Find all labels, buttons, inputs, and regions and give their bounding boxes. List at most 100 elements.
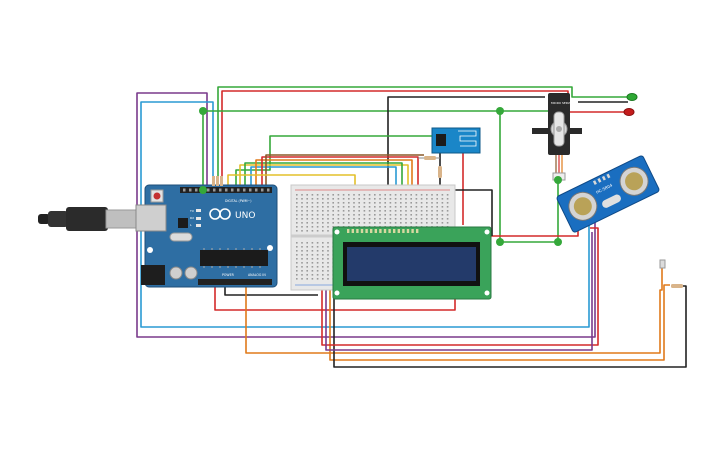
light-sensor[interactable] bbox=[659, 259, 666, 269]
breadboard-hole bbox=[306, 222, 308, 224]
breadboard-hole bbox=[316, 198, 319, 200]
breadboard-hole bbox=[353, 198, 355, 200]
breadboard-hole bbox=[332, 214, 334, 216]
breadboard-hole bbox=[301, 274, 303, 276]
breadboard-hole bbox=[368, 206, 371, 208]
breadboard-hole bbox=[301, 206, 303, 208]
breadboard-hole bbox=[441, 218, 444, 220]
breadboard-hole bbox=[368, 218, 371, 220]
breadboard-hole bbox=[436, 194, 438, 196]
breadboard-hole bbox=[311, 262, 314, 264]
breadboard-hole bbox=[394, 206, 397, 208]
led-red[interactable] bbox=[623, 108, 635, 116]
breadboard-hole bbox=[337, 198, 340, 200]
resistor-array[interactable] bbox=[212, 176, 223, 186]
wire-pin-6[interactable] bbox=[261, 156, 419, 195]
arduino-uno-board[interactable]: UNO DIGITAL (PWM~) TX RX L POWER ANALOG … bbox=[135, 184, 278, 288]
breadboard-hole bbox=[327, 194, 329, 196]
wire-pin-5[interactable] bbox=[255, 159, 413, 200]
wire-red-led[interactable] bbox=[221, 90, 625, 185]
breadboard-hole bbox=[431, 210, 433, 212]
breadboard-hole bbox=[316, 262, 319, 264]
breadboard-hole bbox=[301, 198, 303, 200]
breadboard-hole bbox=[327, 206, 329, 208]
breadboard-hole bbox=[415, 214, 418, 216]
arduino-digital-label: DIGITAL (PWM~) bbox=[225, 199, 251, 203]
breadboard-hole bbox=[311, 222, 314, 224]
breadboard-hole bbox=[301, 250, 303, 252]
wire-pin-3[interactable] bbox=[244, 162, 403, 200]
resistor-wifi[interactable] bbox=[418, 156, 440, 160]
breadboard-hole bbox=[322, 262, 324, 264]
wifi-module[interactable] bbox=[431, 127, 481, 154]
breadboard-hole bbox=[316, 218, 319, 220]
breadboard-hole bbox=[415, 206, 418, 208]
breadboard-hole bbox=[363, 210, 366, 212]
lcd-pin bbox=[351, 229, 354, 233]
resistor-wifi-2[interactable] bbox=[438, 166, 442, 178]
arduino-power-label: POWER bbox=[222, 273, 235, 277]
breadboard-hole bbox=[426, 194, 428, 196]
wire-green-rail[interactable] bbox=[499, 111, 559, 243]
breadboard-hole bbox=[316, 226, 319, 228]
breadboard-hole bbox=[353, 222, 355, 224]
breadboard-hole bbox=[374, 206, 376, 208]
breadboard-hole bbox=[384, 214, 386, 216]
wire-orange-sensor-2[interactable] bbox=[329, 284, 670, 361]
breadboard-hole bbox=[311, 266, 314, 268]
breadboard-hole bbox=[363, 222, 366, 224]
wire-red-lcd-bottom[interactable] bbox=[321, 227, 599, 346]
wire-red-rail[interactable] bbox=[485, 222, 579, 237]
breadboard-hole bbox=[316, 274, 319, 276]
breadboard-hole bbox=[431, 222, 433, 224]
wire-black-servo[interactable] bbox=[387, 96, 545, 190]
breadboard-hole bbox=[410, 202, 412, 204]
breadboard-hole bbox=[400, 222, 402, 224]
wire-green-servo[interactable] bbox=[202, 110, 548, 185]
breadboard-hole bbox=[316, 278, 319, 280]
breadboard-hole bbox=[405, 210, 407, 212]
breadboard-hole bbox=[342, 222, 345, 224]
breadboard-hole bbox=[316, 206, 319, 208]
breadboard-hole bbox=[384, 210, 386, 212]
breadboard-hole bbox=[379, 202, 381, 204]
breadboard-hole bbox=[311, 198, 314, 200]
arduino-rx-label: RX bbox=[190, 216, 194, 220]
resistor-sensor[interactable] bbox=[671, 284, 683, 288]
breadboard-hole bbox=[322, 198, 324, 200]
wire-black-right[interactable] bbox=[455, 189, 493, 236]
usb-cable[interactable] bbox=[38, 207, 137, 231]
breadboard-hole bbox=[337, 218, 340, 220]
lcd-pin bbox=[416, 229, 419, 233]
wire-purple-lcd[interactable] bbox=[325, 232, 593, 351]
breadboard-hole bbox=[301, 278, 303, 280]
breadboard-hole bbox=[436, 202, 438, 204]
breadboard-hole bbox=[400, 218, 402, 220]
lcd-display[interactable] bbox=[332, 226, 492, 300]
breadboard-hole bbox=[426, 202, 428, 204]
ultrasonic-sensor[interactable]: HC-SR04 bbox=[556, 155, 660, 233]
breadboard-hole bbox=[322, 246, 324, 248]
led-green[interactable] bbox=[626, 93, 638, 101]
breadboard-hole bbox=[446, 222, 449, 224]
breadboard-hole bbox=[353, 214, 355, 216]
wire-black-resistor[interactable] bbox=[333, 285, 687, 368]
breadboard-hole bbox=[389, 210, 392, 212]
wire-green-led[interactable] bbox=[217, 86, 628, 185]
breadboard-hole bbox=[348, 218, 350, 220]
breadboard-hole bbox=[394, 214, 397, 216]
breadboard-hole bbox=[306, 254, 308, 256]
breadboard-hole bbox=[316, 194, 319, 196]
breadboard-hole bbox=[415, 198, 418, 200]
breadboard-hole bbox=[394, 218, 397, 220]
micro-servo[interactable]: MICRO SERVO bbox=[532, 93, 582, 181]
breadboard-hole bbox=[384, 194, 386, 196]
breadboard-hole bbox=[415, 222, 418, 224]
breadboard-hole bbox=[348, 198, 350, 200]
breadboard-hole bbox=[368, 202, 371, 204]
breadboard-hole bbox=[426, 210, 428, 212]
breadboard-hole bbox=[327, 274, 329, 276]
breadboard-hole bbox=[405, 218, 407, 220]
wire-orange-sensor[interactable] bbox=[245, 268, 663, 354]
breadboard-hole bbox=[342, 218, 345, 220]
